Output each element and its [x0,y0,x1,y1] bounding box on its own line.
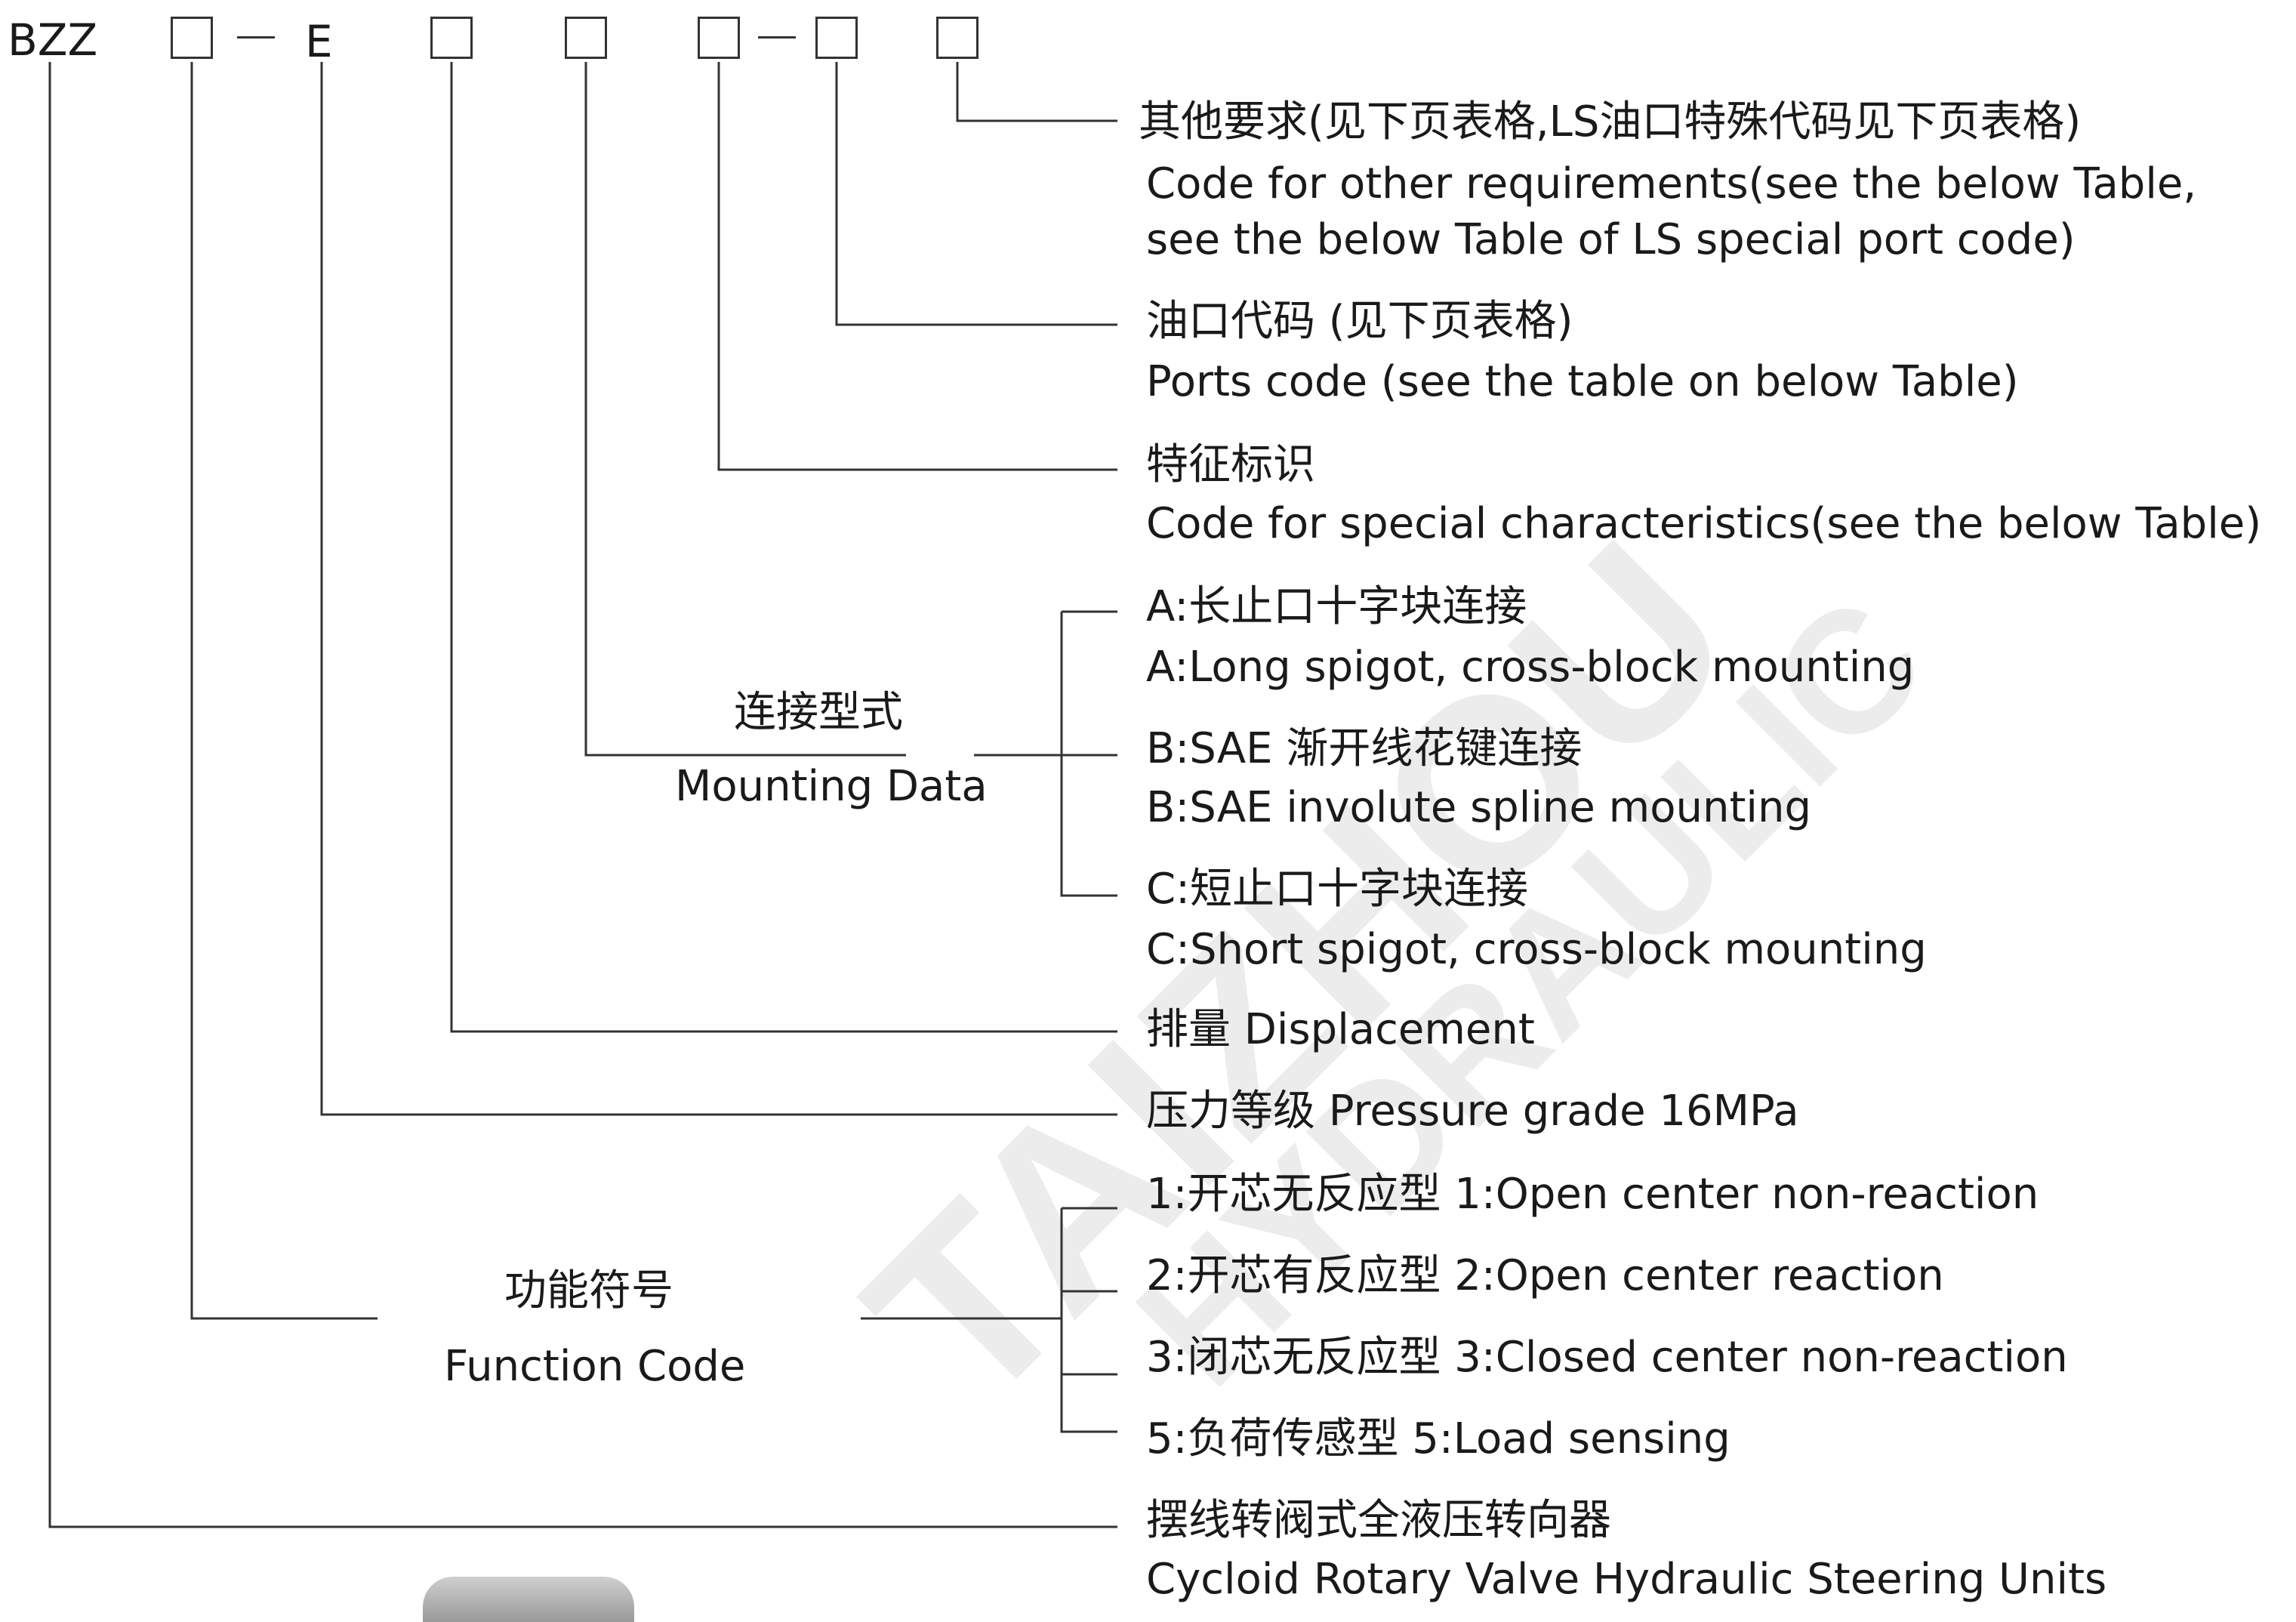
characteristics-en: Code for special characteristics(see the… [1146,499,2262,548]
code-slot-characteristics [698,17,740,59]
displacement-label: 排量 Displacement [1146,1005,1535,1054]
function-option-3: 3:闭芯无反应型 3:Closed center non-reaction [1146,1333,2068,1382]
other-req-en-1: Code for other requirements(see the belo… [1146,159,2197,208]
code-prefix: BZZ [8,14,98,66]
function-label-en: Function Code [444,1342,746,1391]
code-slot-function [171,17,213,59]
connector-characteristics [717,62,1117,471]
mounting-option-b-en: B:SAE involute spline mounting [1146,783,1812,832]
code-slot-displacement [430,17,473,59]
function-option-2: 2:开芯有反应型 2:Open center reaction [1146,1251,1944,1300]
code-pressure-letter: E [305,16,333,67]
connector-bzz [48,62,1117,1528]
characteristics-cn: 特征标识 [1146,440,1315,489]
function-option-1: 1:开芯无反应型 1:Open center non-reaction [1146,1170,2039,1219]
code-slot-ports [815,17,858,59]
other-req-cn: 其他要求(见下页表格,LS油口特殊代码见下页表格) [1139,97,2082,146]
connector-displacement [450,62,1117,1033]
ports-en: Ports code (see the table on below Table… [1146,357,2019,406]
mounting-option-c-cn: C:短止口十字块连接 [1146,865,1528,914]
connector-function [190,62,1062,1320]
mounting-option-a-cn: A:长止口十字块连接 [1146,582,1527,631]
connector-pressure [320,62,1117,1116]
mounting-option-b-cn: B:SAE 渐开线花键连接 [1146,724,1583,773]
product-name-cn: 摆线转阀式全液压转向器 [1146,1496,1611,1545]
mounting-label-cn: 连接型式 [734,688,903,737]
mounting-option-c-en: C:Short spigot, cross-block mounting [1146,925,1927,974]
function-bracket [1060,1207,1117,1433]
product-name-en: Cycloid Rotary Valve Hydraulic Steering … [1146,1555,2107,1604]
function-label-cn: 功能符号 [504,1266,673,1315]
code-dash [237,36,275,39]
other-req-en-2: see the below Table of LS special port c… [1146,215,2076,264]
function-option-5: 5:负荷传感型 5:Load sensing [1146,1414,1730,1463]
code-dash [758,36,796,39]
mounting-bracket [1060,610,1117,897]
pressure-label: 压力等级 Pressure grade 16MPa [1146,1087,1799,1136]
mounting-label-en: Mounting Data [675,762,988,811]
ports-cn: 油口代码 (见下页表格) [1146,297,1573,346]
connector-mounting [584,62,1117,757]
connector-other-req [956,62,1117,122]
connector-ports [835,62,1117,326]
code-slot-other [936,17,978,59]
mounting-option-a-en: A:Long spigot, cross-block mounting [1146,643,1915,692]
code-slot-mounting [565,17,607,59]
product-image-partial [423,1577,634,1622]
